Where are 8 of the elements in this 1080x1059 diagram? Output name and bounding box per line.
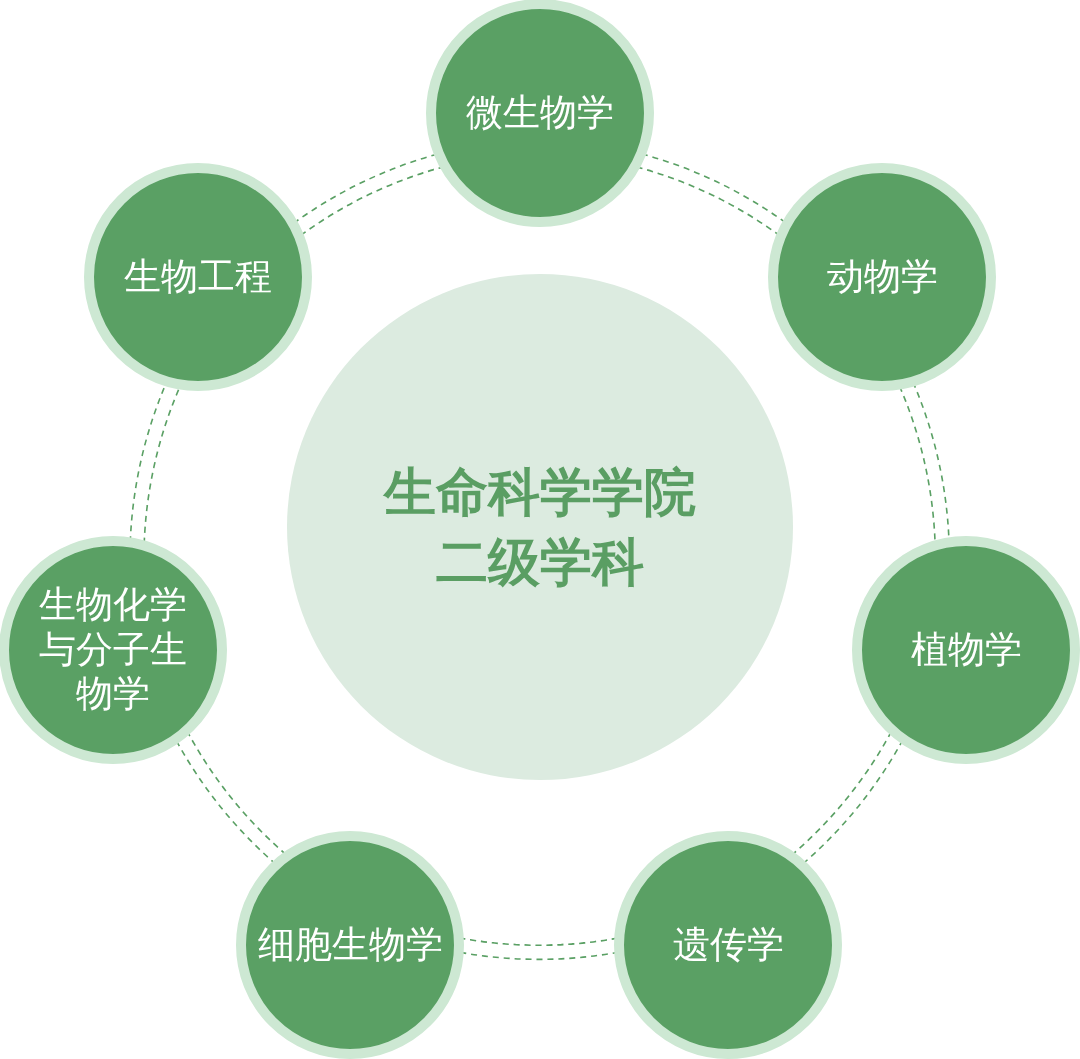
node-label: 动物学 [825, 254, 939, 300]
node-label: 细胞生物学 [256, 922, 444, 968]
node-label: 生命科学学院二级学科 [382, 460, 697, 594]
node-label: 微生物学 [465, 90, 615, 136]
node-label: 植物学 [909, 627, 1023, 673]
node-label: 生物化学与分子生物学 [38, 583, 188, 717]
node-label: 生物工程 [123, 254, 273, 300]
node-label: 遗传学 [671, 922, 785, 968]
